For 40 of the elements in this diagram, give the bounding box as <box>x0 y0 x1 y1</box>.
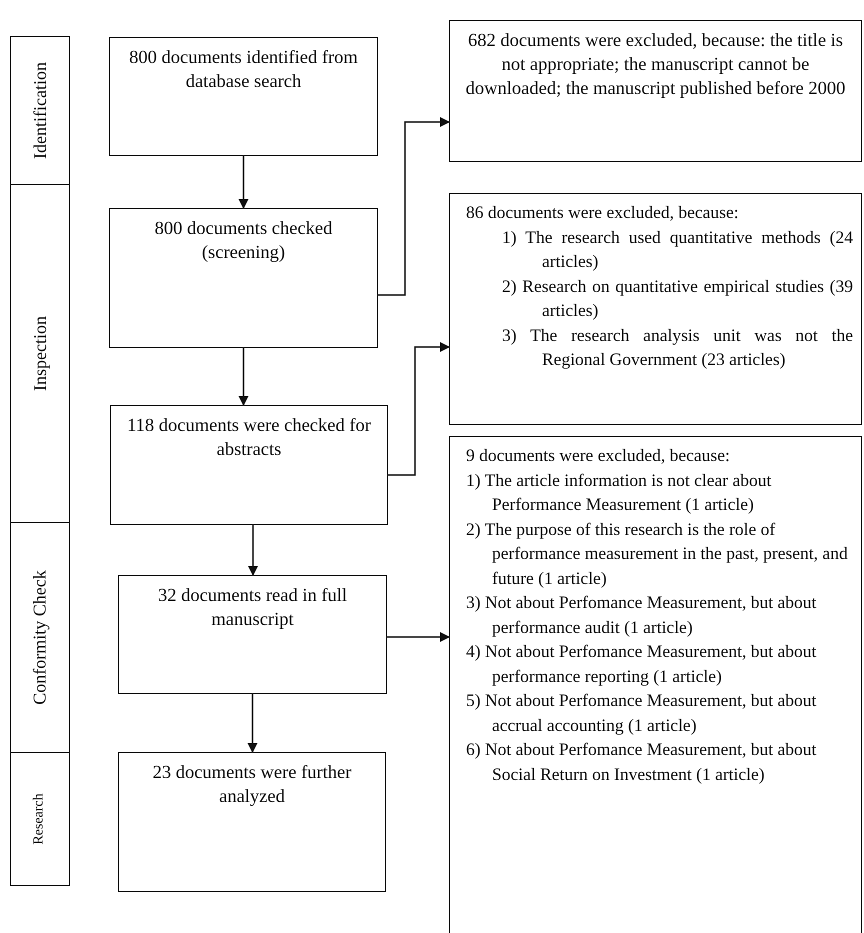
exclusion-item: 6) Not about Perfomance Measurement, but about Social Return on Investment (1 article) <box>466 738 818 786</box>
process-box <box>449 20 862 162</box>
stage-band <box>10 522 70 753</box>
exclusion-item: 3) The research analysis unit was not the Regional Government (23 articles) <box>501 324 853 371</box>
exclusion-box <box>449 193 862 425</box>
box-text: 32 documents read in full manuscript <box>156 585 348 632</box>
process-box <box>109 37 378 156</box>
exclusion-item: 2) Research on quantitative empirical studies (39 articles) <box>501 274 853 322</box>
box-text: 800 documents identified from database search <box>128 47 359 94</box>
exclusion-box <box>449 436 862 933</box>
arrow <box>378 117 450 296</box>
arrow <box>238 348 248 406</box>
stage-band <box>10 752 70 886</box>
process-box <box>118 752 386 892</box>
arrow <box>248 694 258 753</box>
exclusion-item: 1) The article information is not clear about Performance Measurement (1 article) <box>466 468 772 516</box>
exclusion-item: 5) Not about Perfomance Measurement, but about accrual accounting (1 article) <box>466 689 818 737</box>
process-box <box>118 575 387 694</box>
exclusion-item: 1) The research used quantitative methods (24 articles) <box>501 226 853 273</box>
stage-label: Identification <box>30 62 50 159</box>
arrow <box>248 525 258 576</box>
box-text: 682 documents were excluded, because: the title is not appropriate; the manuscript cannot be downloaded; the manuscript published before 2000 <box>464 30 846 101</box>
arrow <box>238 156 248 209</box>
process-box <box>110 405 388 525</box>
stage-label: Research <box>32 793 48 845</box>
stage-band <box>10 184 70 523</box>
exclusion-item: 4) Not about Perfomance Measurement, but about performance reporting (1 article) <box>466 640 818 688</box>
exclusion-heading: 9 documents were excluded, because: <box>466 444 731 467</box>
exclusion-heading: 86 documents were excluded, because: <box>466 201 740 224</box>
process-box <box>109 208 378 348</box>
box-text: 118 documents were checked for abstracts <box>126 415 372 462</box>
exclusion-item: 2) The purpose of this research is the role of performance measurement in the past, present, and future (1 article) <box>466 518 849 590</box>
stage-label: Conformity Check <box>30 570 50 705</box>
arrow <box>387 632 450 642</box>
box-text: 800 documents checked (screening) <box>154 218 334 265</box>
box-text: 23 documents were further analyzed <box>152 762 352 809</box>
stage-band <box>10 36 70 185</box>
stage-label: Inspection <box>30 316 50 391</box>
exclusion-item: 3) Not about Perfomance Measurement, but about performance audit (1 article) <box>466 591 818 639</box>
arrow <box>388 342 450 476</box>
